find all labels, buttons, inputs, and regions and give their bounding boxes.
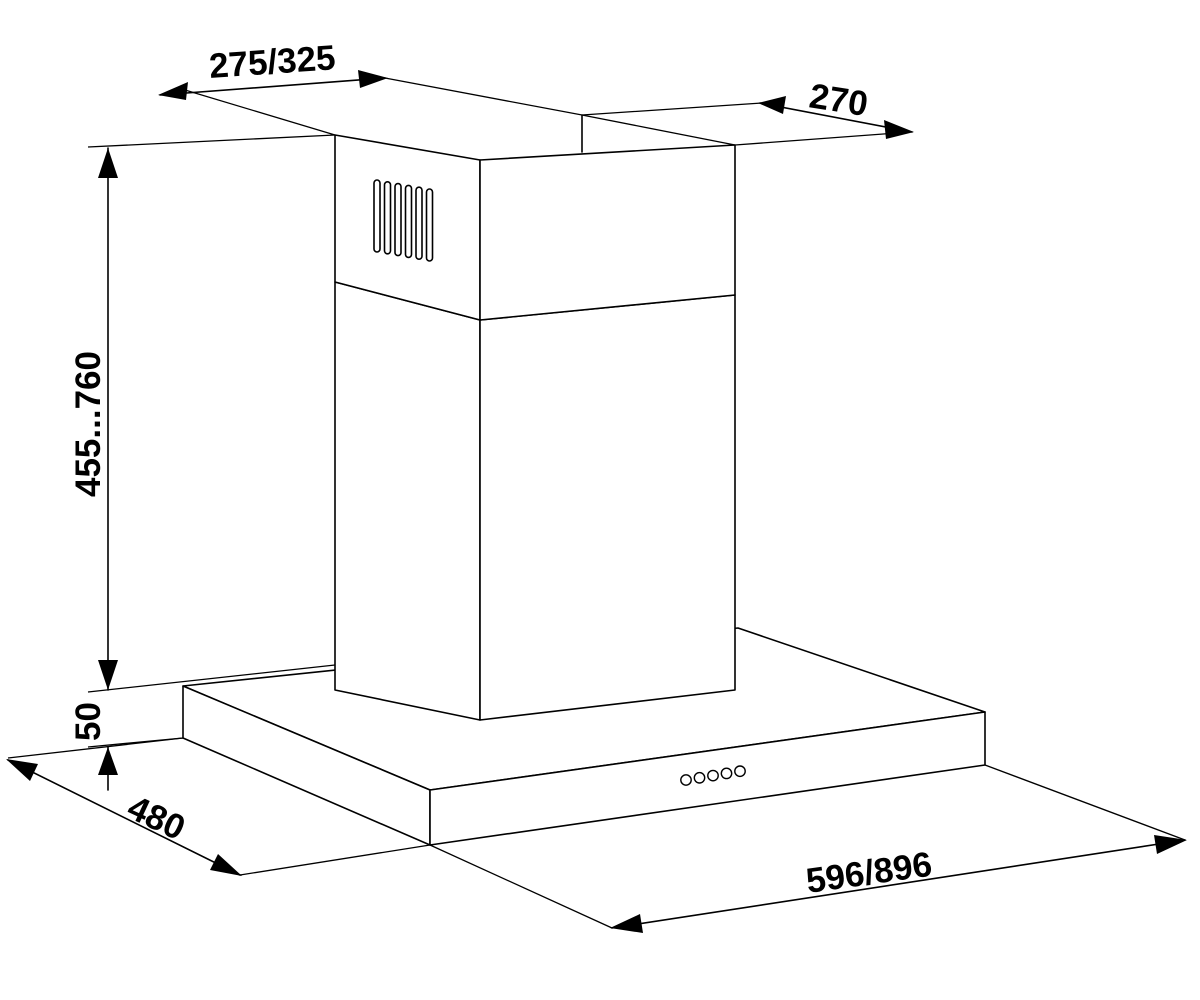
arrowhead: [1154, 835, 1187, 854]
ext-line-height-top: [87, 134, 336, 148]
arrowhead: [98, 148, 118, 178]
control-knob[interactable]: [693, 771, 706, 784]
arrowhead: [358, 70, 388, 88]
ext-line-left-floor: [7, 737, 184, 759]
label-hood-depth: 480: [122, 788, 191, 848]
dim-line-hood-depth: [7, 759, 241, 876]
vent-slot: [404, 184, 413, 259]
control-knob[interactable]: [680, 774, 692, 786]
chimney-upper-front-face: [479, 144, 736, 321]
arrowhead: [884, 120, 914, 139]
vent-slot: [373, 179, 381, 253]
ext-line-width-right: [984, 764, 1186, 841]
vent-slot: [383, 181, 392, 255]
label-chimney-depth: 270: [807, 76, 871, 124]
vent-slot: [394, 182, 402, 257]
label-canopy-height: 50: [69, 702, 108, 741]
arrowhead: [610, 914, 643, 933]
chimney-lower-left-face: [334, 281, 481, 721]
ext-line-top-back: [384, 77, 763, 116]
dimension-lines: [6, 70, 1187, 933]
arrowhead: [758, 96, 786, 114]
control-knob[interactable]: [720, 767, 733, 780]
vent-slot: [415, 186, 423, 260]
extension-lines: [7, 77, 1186, 929]
ext-line-height-bottom: [87, 664, 336, 693]
arrowhead: [210, 854, 242, 876]
ext-line-width-left: [429, 844, 613, 929]
ext-line-top-width: [184, 89, 336, 136]
chimney: [334, 114, 736, 721]
ext-line-depth-bottom: [239, 844, 431, 876]
arrowhead: [158, 82, 188, 100]
label-chimney-height: 455...760: [69, 351, 108, 497]
control-knob[interactable]: [707, 769, 719, 782]
vent-grille: [373, 179, 434, 262]
vent-slot: [425, 188, 434, 262]
dim-line-chimney-width: [159, 77, 386, 96]
arrowhead: [98, 747, 118, 775]
chimney-lower-front-face: [479, 294, 736, 721]
ext-line-top-right: [581, 114, 736, 146]
label-hood-width: 596/896: [804, 845, 935, 901]
control-knob[interactable]: [734, 765, 746, 778]
ext-line-depth-right: [734, 131, 911, 146]
arrowhead: [98, 660, 118, 690]
label-chimney-width: 275/325: [208, 38, 337, 86]
control-panel: [680, 765, 746, 786]
dim-line-hood-width: [611, 839, 1186, 929]
arrowhead: [6, 759, 38, 781]
